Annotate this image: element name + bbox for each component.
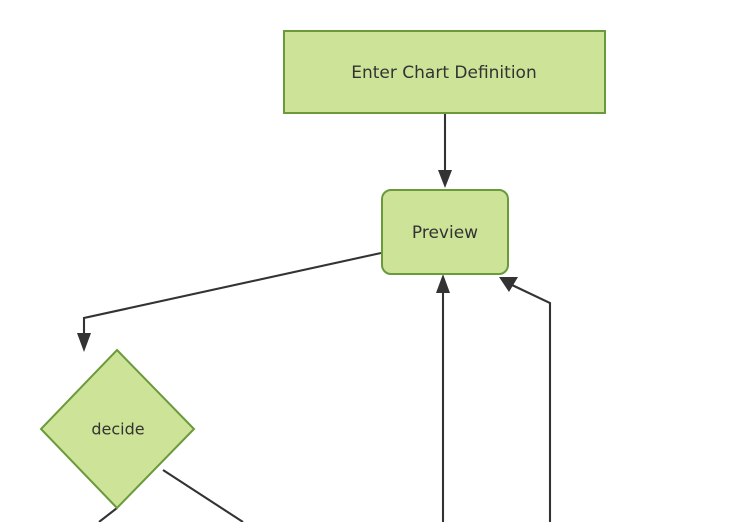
edge-decide-down-left-line <box>98 507 118 522</box>
node-decide-shape[interactable] <box>39 348 196 510</box>
edge-return-right-line <box>511 284 552 522</box>
edge-decide-down-left <box>98 507 118 522</box>
arrowhead-into-preview-bottom <box>436 274 450 293</box>
edge-preview-to-decide-tip <box>84 348 117 349</box>
node-enter-chart-definition-label: Enter Chart Definition <box>351 63 536 83</box>
node-decide[interactable]: decide <box>39 348 196 510</box>
node-preview-label: Preview <box>412 223 478 243</box>
edge-return-right-to-preview <box>499 277 552 522</box>
edge-decide-down-right <box>162 469 244 522</box>
node-preview[interactable]: Preview <box>381 189 509 275</box>
edge-preview-to-decide-line <box>82 251 382 338</box>
node-preview-shape[interactable] <box>381 189 509 275</box>
arrowhead-into-preview-bottom-right <box>499 277 518 292</box>
node-decide-label: decide <box>91 420 144 439</box>
node-enter-chart-definition-shape[interactable] <box>283 30 606 114</box>
arrowhead-into-decide-top <box>77 333 91 352</box>
edge-decide-down-right-line <box>162 469 244 522</box>
node-enter-chart-definition[interactable]: Enter Chart Definition <box>283 30 606 114</box>
arrowhead-into-preview-top <box>438 170 452 188</box>
edge-preview-to-decide <box>77 251 382 352</box>
edge-return-center-to-preview <box>436 274 450 522</box>
edge-enter-to-preview <box>438 114 452 188</box>
